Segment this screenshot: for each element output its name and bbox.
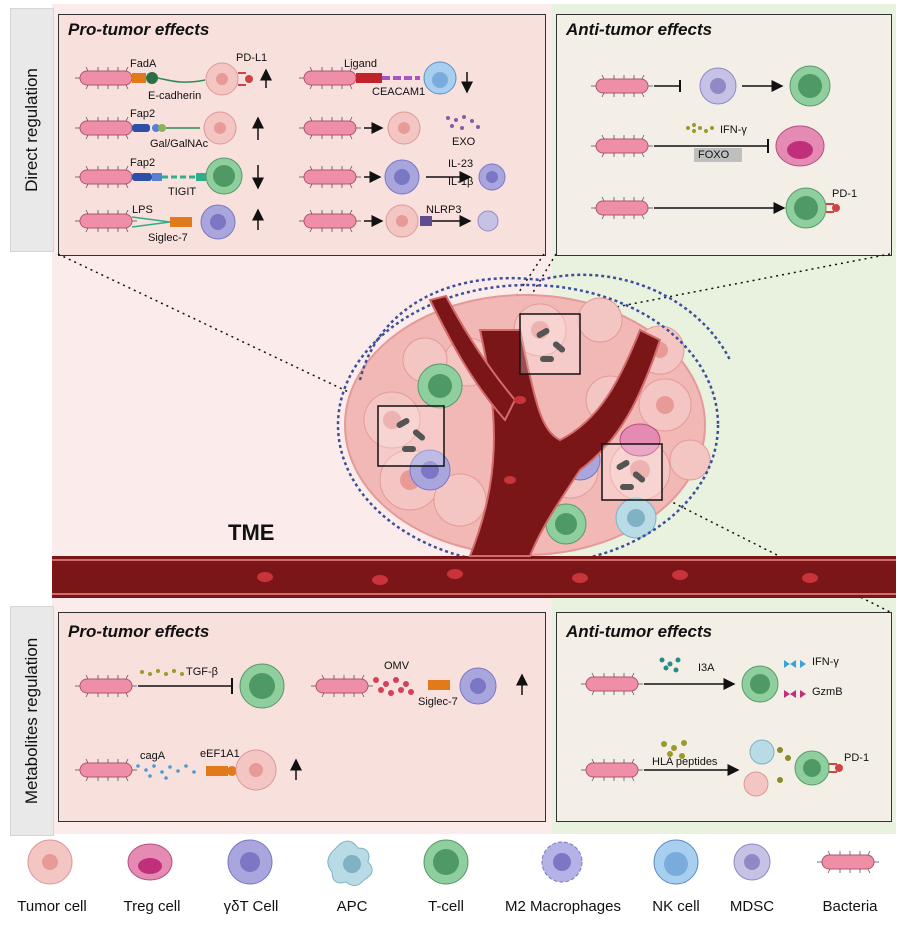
direct-anti-rows <box>590 65 840 229</box>
bacteria-icon <box>298 66 362 90</box>
label-gzmb: GzmB <box>812 686 843 698</box>
label-i3a: I3A <box>698 662 715 674</box>
bacteria-icon <box>74 758 138 782</box>
blood-vessel <box>52 294 896 598</box>
label-lps: LPS <box>132 204 153 216</box>
panel-metab-anti-title: Anti-tumor effects <box>566 622 713 641</box>
direct-pro-row2 <box>74 111 264 145</box>
bacteria-icon <box>580 758 644 782</box>
label-gal-galnac: Gal/GalNAc <box>150 138 209 150</box>
legend-label-gdt-cell: γδT Cell <box>223 898 279 915</box>
label-pd-l1: PD-L1 <box>236 52 268 64</box>
panel-direct-anti <box>556 14 892 256</box>
label-il23: IL-23 <box>448 158 474 170</box>
direct-pro-row4 <box>74 204 264 240</box>
label-tgf-beta: TGF-β <box>186 666 218 678</box>
metab-pro-rows <box>74 663 528 791</box>
bacteria-icon <box>74 674 138 698</box>
label-hla-peptides: HLA peptides <box>652 756 718 768</box>
bacteria-icon <box>590 74 654 98</box>
bacteria-icon <box>74 165 138 189</box>
bacteria-icon <box>74 209 138 233</box>
label-eef1a1: eEF1A1 <box>200 748 240 760</box>
treg-cell-icon <box>127 843 173 881</box>
legend-label-m2-macrophages: M2 Macrophages <box>505 898 621 915</box>
label-ligand: Ligand <box>344 58 378 70</box>
metab-anti-rows <box>580 657 843 797</box>
label-foxo: FOXO <box>698 149 730 161</box>
bacteria-clusters <box>396 328 646 490</box>
mdsc-icon <box>733 843 771 881</box>
panel-direct-pro-title: Pro-tumor effects <box>68 20 210 39</box>
legend-label-apc: APC <box>336 898 368 915</box>
label-fap2-b: Fap2 <box>130 157 156 169</box>
legend-label-tumor-cell: Tumor cell <box>17 898 87 915</box>
bacteria-icon <box>590 196 654 220</box>
gdt-cell-icon <box>227 839 273 885</box>
label-nlrp3: NLRP3 <box>426 204 462 216</box>
direct-pro-row3 <box>74 157 264 195</box>
label-e-cadherin: E-cadherin <box>148 90 202 102</box>
bacteria-icon <box>298 209 362 233</box>
label-pd-1-metab: PD-1 <box>844 752 870 764</box>
label-caga: cagA <box>140 750 166 762</box>
side-label-direct: Direct regulation <box>10 8 54 252</box>
label-il1b: IL-1β <box>448 176 474 188</box>
direct-pro-col2 <box>298 61 506 238</box>
label-exo: EXO <box>452 136 476 148</box>
bacteria-icon <box>298 116 362 140</box>
legend-label-nk-cell: NK cell <box>652 898 700 915</box>
label-siglec7-metab: Siglec-7 <box>418 696 458 708</box>
panel-metab-anti <box>556 612 892 822</box>
tme-label: TME <box>228 520 275 545</box>
panel-metab-pro-title: Pro-tumor effects <box>68 622 210 641</box>
m2-macrophage-icon <box>541 841 583 883</box>
panel-direct-anti-title: Anti-tumor effects <box>566 20 713 39</box>
legend-label-bacteria: Bacteria <box>822 898 878 915</box>
label-ceacam1: CEACAM1 <box>372 86 426 98</box>
label-ifn-gamma: IFN-γ <box>720 124 747 136</box>
panel-metab-pro <box>58 612 546 822</box>
side-label-metabolites: Metabolites regulation <box>10 606 54 836</box>
zoom-boxes <box>377 313 663 501</box>
bacteria-icon <box>74 66 138 90</box>
legend-label-treg-cell: Treg cell <box>123 898 181 915</box>
bacteria-icon <box>816 850 880 874</box>
nk-cell-icon <box>653 839 699 885</box>
label-fap2-a: Fap2 <box>130 108 156 120</box>
label-ifn-gamma-metab: IFN-γ <box>812 656 839 668</box>
bacteria-icon <box>580 672 644 696</box>
bacteria-icon <box>590 134 654 158</box>
bacteria-icon <box>298 165 362 189</box>
label-siglec7: Siglec-7 <box>148 232 188 244</box>
legend-label-t-cell: T-cell <box>428 898 464 915</box>
t-cell-icon <box>423 839 469 885</box>
legend <box>27 839 880 886</box>
direct-pro-row1 <box>74 62 272 96</box>
apc-icon <box>327 840 373 886</box>
label-fada: FadA <box>130 58 157 70</box>
bacteria-icon <box>310 674 374 698</box>
label-omv: OMV <box>384 660 410 672</box>
bacteria-icon <box>74 116 138 140</box>
label-tigit: TIGIT <box>168 186 197 198</box>
tumor-cell-icon <box>27 839 73 885</box>
legend-label-mdsc: MDSC <box>729 898 775 915</box>
label-pd-1: PD-1 <box>832 188 858 200</box>
